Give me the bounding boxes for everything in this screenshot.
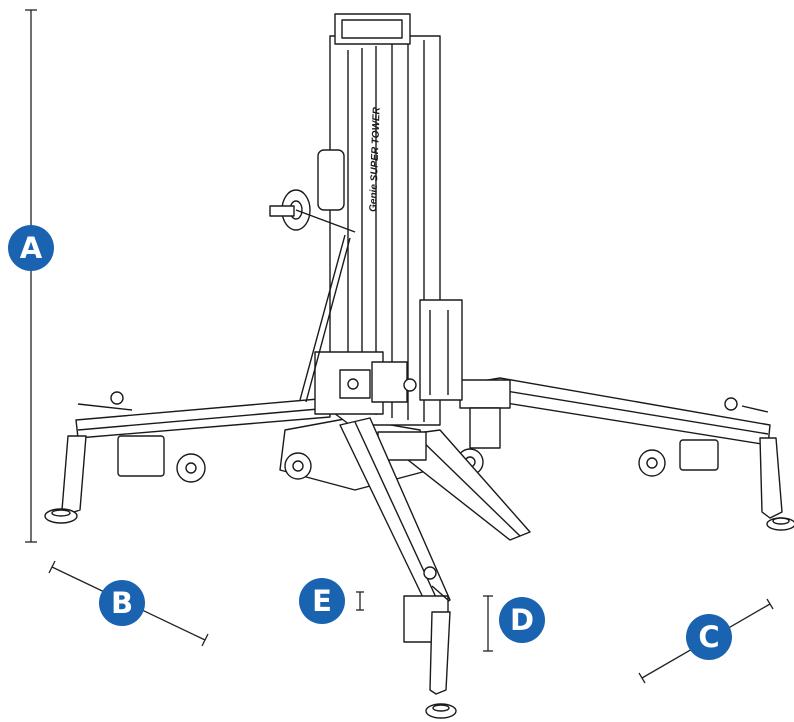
lift-illustration: Genie SUPER TOWER <box>44 13 794 719</box>
left-rear-leg <box>44 391 331 524</box>
svg-text:C: C <box>698 620 719 654</box>
badge-d: D <box>499 597 545 643</box>
badge-e: E <box>299 578 345 624</box>
brand-text: Genie SUPER TOWER <box>368 106 383 212</box>
badge-c: C <box>686 614 732 660</box>
callout-badges: A B C D E <box>8 225 732 660</box>
svg-text:E: E <box>312 584 332 618</box>
mast <box>329 13 463 426</box>
svg-text:A: A <box>20 231 43 265</box>
winch <box>269 149 356 403</box>
svg-text:B: B <box>111 586 133 620</box>
badge-a: A <box>8 225 54 271</box>
badge-b: B <box>99 580 145 626</box>
dimension-lines <box>25 9 774 684</box>
svg-text:D: D <box>510 603 534 637</box>
carriage <box>314 351 417 415</box>
front-leg <box>339 417 457 719</box>
right-rear-leg <box>469 377 794 531</box>
